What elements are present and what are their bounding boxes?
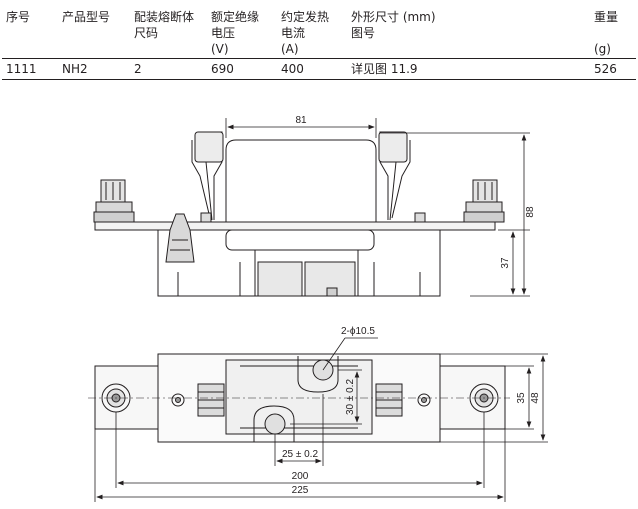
technical-drawing: 81 88 37 xyxy=(88,115,548,502)
base-plate xyxy=(94,221,496,231)
cell-current: 400 xyxy=(281,62,304,76)
header-fuse-size-line1: 配装熔断体 xyxy=(134,10,195,24)
fuse-contact-left xyxy=(257,261,303,297)
header-voltage-line2: 电压 xyxy=(211,26,236,40)
front-view xyxy=(93,131,505,297)
dim-label-37: 37 xyxy=(500,257,511,269)
front-housing xyxy=(225,139,377,222)
mount-hole-bottom xyxy=(264,413,286,435)
header-fuse-size-line2: 尺码 xyxy=(134,26,159,40)
dim-label-25: 25 ± 0.2 xyxy=(282,449,319,460)
header-voltage-line1: 额定绝缘 xyxy=(211,10,260,24)
header-current-unit: (A) xyxy=(281,42,299,56)
dim-label-48: 48 xyxy=(530,392,541,404)
cell-weight: 526 xyxy=(594,62,617,76)
screw-left xyxy=(171,393,185,407)
header-current-line1: 约定发热 xyxy=(281,10,330,24)
front-center-block xyxy=(225,229,375,251)
top-fuse-body xyxy=(225,359,373,435)
header-divider xyxy=(2,58,636,59)
cell-fuse-size: 2 xyxy=(134,62,142,76)
screw-right xyxy=(417,393,431,407)
header-current-line2: 电流 xyxy=(281,26,306,40)
header-model: 产品型号 xyxy=(62,10,111,24)
header-serial: 序号 xyxy=(6,10,31,24)
header-weight-line1: 重量 xyxy=(594,10,619,24)
header-weight-unit: (g) xyxy=(594,42,611,56)
top-view xyxy=(88,353,510,443)
top-view-dimensions xyxy=(94,337,548,502)
cell-dimensions: 详见图 11.9 xyxy=(351,62,418,76)
header-dimensions-line1: 外形尺寸 (mm) xyxy=(351,10,436,24)
front-view-dimensions xyxy=(225,118,530,297)
cell-voltage: 690 xyxy=(211,62,234,76)
dim-label-35: 35 xyxy=(516,392,527,404)
dim-label-88: 88 xyxy=(525,206,536,218)
cell-model: NH2 xyxy=(62,62,88,76)
header-dimensions-line2: 图号 xyxy=(351,26,376,40)
dim-label-holes: 2-ϕ10.5 xyxy=(341,326,375,337)
spec-table: 序号 产品型号 配装熔断体 尺码 额定绝缘 电压 (V) 约定发热 电流 (A)… xyxy=(0,0,638,90)
front-insulator-left xyxy=(165,213,195,263)
dim-label-225: 225 xyxy=(292,485,309,496)
dim-label-81: 81 xyxy=(295,115,307,126)
mount-boss-bottom xyxy=(253,405,295,442)
cell-serial: 1111 xyxy=(6,62,37,76)
dim-label-200: 200 xyxy=(292,471,309,482)
header-voltage-unit: (V) xyxy=(211,42,229,56)
dim-label-30: 30 ± 0.2 xyxy=(345,379,356,416)
table-bottom-rule xyxy=(2,79,636,80)
mount-boss-top xyxy=(297,356,339,393)
